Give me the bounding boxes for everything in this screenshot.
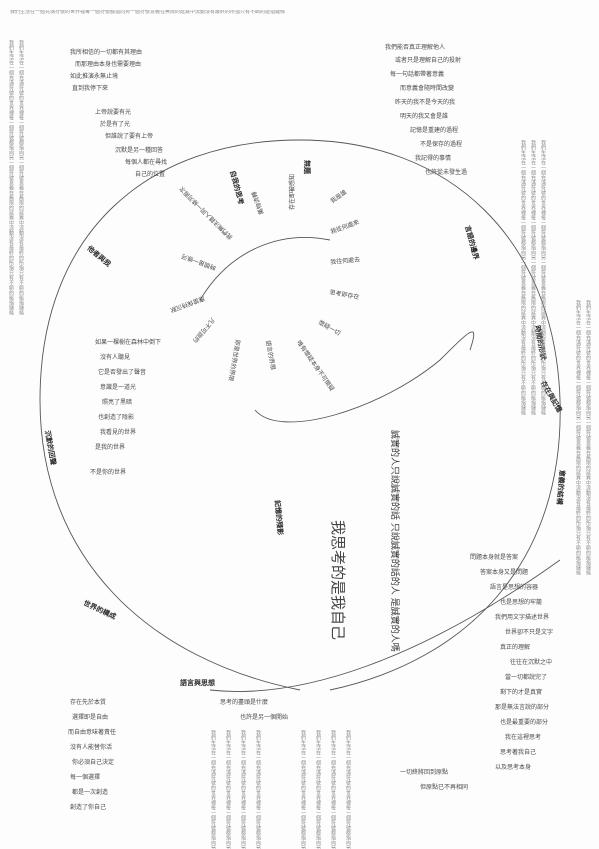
lower-right-item: 思考著我自己 [500,749,537,756]
lower-right-item: 那是無法言說的部分 [495,704,550,711]
mid-line: 我看見的世界 [100,429,137,436]
left-list-item: 如此推演永無止境 [70,73,119,80]
inner-loop [254,331,475,423]
right-fine-block: 我們生活在一個充滿符號的世界裡每一個符號都指向另一個符號意義在無限的延異中流動沒… [540,140,546,415]
left-list-item: 沉默是另一種回答 [115,147,164,154]
central-statement: 誠實的人只說誠實的話 只說誠實的話的人 是誠實的人嗎 [389,430,399,652]
center-ray: 存在即被感知 [289,173,296,210]
lower-left-item: 存在先於本質 [70,699,107,706]
right-list-item: 我們能否真正理解他人 [385,44,446,51]
lower-right-item: 也是思想的牢籠 [500,599,543,606]
lower-right-item: 我們用文字描述世界 [495,614,550,621]
lower-left-item: 而自由意味著責任 [68,729,117,736]
right-vertical-text-1: 我們生活在一個充滿符號的世界裡每一個符號都指向另一個符號意義在無限的延異中流動沒… [575,300,581,575]
lower-right-item: 也是最重要的部分 [500,719,549,726]
right-fine-block: 我們生活在一個充滿符號的世界裡每一個符號都指向另一個符號意義在無限的延異中流動沒… [520,140,526,415]
right-list-item: 昨天的我不是今天的我 [395,99,456,106]
lower-right-item: 往往在沉默之中 [510,659,553,666]
lower-sweep [209,559,561,692]
left-list-item: 但誰說了要有上帝 [105,133,154,140]
bottom-line: 一切終將回到原點 [400,769,449,776]
right-list-item: 也許從未發生過 [425,169,468,176]
bottom-fine-block: 我們生活在一個充滿符號的世界裡每一個符號都指向另一個符號意義在無限的延異中流動沒… [330,730,336,849]
lower-right-item: 以及思考本身 [495,764,532,771]
right-list-item: 明天的我又會是誰 [400,113,449,120]
bottom-fine-block: 我們生活在一個充滿符號的世界裡每一個符號都指向另一個符號意義在無限的延異中流動沒… [315,730,321,849]
lower-left-item: 每一個選擇 [70,774,101,781]
poster-title: 我思考的是我自己 [329,520,347,641]
lower-left-item: 沒有人能替你活 [70,744,113,751]
bottom-fine-block: 我們生活在一個充滿符號的世界裡每一個符號都指向另一個符號意義在無限的延異中流動沒… [300,730,306,849]
outer-circle-left-arc [39,139,301,691]
right-list-item: 每一句話都帶著意義 [390,71,445,78]
left-vertical-text-1: 我們生活在一個充滿符號的世界裡每一個符號都指向另一個符號意義在無限的延異中流動沒… [8,40,14,315]
mid-line: 也創造了陰影 [98,414,135,421]
lower-right-item: 剩下的才是真實 [500,689,543,696]
mid-line: 不是你的世界 [90,469,127,476]
section-head-1: 無題 [303,160,311,174]
lower-left-item: 都是一次創造 [72,789,109,796]
bottom-line: 也許是另一個開始 [240,714,289,721]
left-list-item: 直到我停下來 [72,85,109,92]
lower-left-item: 你必須自己決定 [72,759,115,766]
bottom-fine-block: 我們生活在一個充滿符號的世界裡每一個符號都指向另一個符號意義在無限的延異中流動沒… [210,730,216,849]
lower-right-item: 真正的理解 [500,644,531,651]
right-list-item: 或者只是理解自己的投射 [395,57,462,64]
mid-line: 是我的世界 [95,444,126,451]
bottom-fine-block: 我們生活在一個充滿符號的世界裡每一個符號都指向另一個符號意義在無限的延異中流動沒… [345,730,351,849]
lower-right-item: 問題本身就是答案 [470,554,519,561]
lower-right-item: 答案本身又是問題 [480,569,529,576]
section-head-11: 語言與思想 [180,679,215,687]
bottom-line: 但原點已不再相同 [420,784,469,791]
outer-circle-right-arc [299,139,561,691]
mid-line: 照亮了黑暗 [102,399,133,406]
left-list-item: 上帝說要有光 [95,109,132,116]
right-list-item: 我記得的事情 [415,155,452,162]
lower-left-item: 選擇即是自由 [72,714,109,721]
mid-line: 沒有人聽見 [100,354,131,361]
lower-right-item: 當一切都說完了 [505,674,548,681]
left-list-item: 而那理由本身也需要理由 [75,61,142,68]
right-list-item: 不是保存的過程 [420,141,463,148]
lower-right-item: 世界卻不只是文字 [505,629,554,636]
right-fine-block: 我們生活在一個充滿符號的世界裡每一個符號都指向另一個符號意義在無限的延異中流動沒… [530,140,536,415]
lower-left-item: 創造了你自己 [70,804,107,811]
lower-right-item: 語言是思想的容器 [490,584,539,591]
right-list-item: 記憶是重建的過程 [410,127,459,134]
bottom-fine-block: 我們生活在一個充滿符號的世界裡每一個符號都指向另一個符號意義在無限的延異中流動沒… [255,730,261,849]
top-fine-strip: 我們生活在一個充滿符號的世界裡每一個符號都指向另一個符號意義在無限的延異中流動沒… [10,10,286,15]
left-list-item: 自己的位置 [135,171,166,178]
right-list-item: 而意義會隨時間改變 [400,85,455,92]
bottom-fine-block: 我們生活在一個充滿符號的世界裡每一個符號都指向另一個符號意義在無限的延異中流動沒… [240,730,246,849]
left-list-item: 我所相信的一切都有其理由 [70,49,143,56]
mid-line: 如果一棵樹在森林中倒下 [95,339,162,346]
bottom-fine-block: 我們生活在一個充滿符號的世界裡每一個符號都指向另一個符號意義在無限的延異中流動沒… [225,730,231,849]
mid-line: 它是否發出了聲音 [98,369,147,376]
right-vertical-text-2: 我們生活在一個充滿符號的世界裡每一個符號都指向另一個符號意義在無限的延異中流動沒… [585,300,591,575]
ray-cluster-arc [199,237,331,301]
left-vertical-text-2: 我們生活在一個充滿符號的世界裡每一個符號都指向另一個符號意義在無限的延異中流動沒… [18,40,24,315]
mid-line: 意識是一道光 [100,384,137,391]
lower-right-item: 我在這裡思考 [505,734,542,741]
bottom-line: 思考的盡頭是什麼 [220,699,269,706]
left-list-item: 每個人都在尋找 [125,159,168,166]
left-list-item: 於是有了光 [100,121,131,128]
